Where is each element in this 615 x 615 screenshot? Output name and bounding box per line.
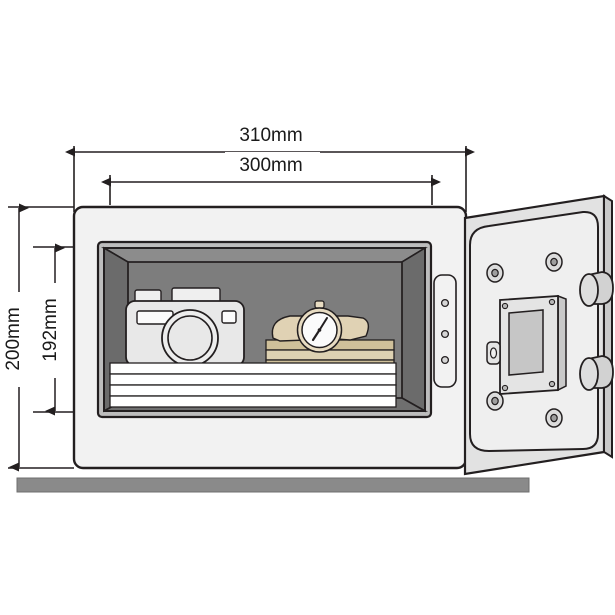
watch-hand-minute xyxy=(318,317,328,331)
safe-door xyxy=(463,194,614,476)
hinge-strip xyxy=(433,274,457,388)
interior-right-wall xyxy=(401,246,426,413)
interior-top-wall xyxy=(101,247,428,263)
ground-surface-bar xyxy=(16,477,530,493)
camera-flash-hood xyxy=(171,287,221,303)
locking-bolt-bottom xyxy=(579,357,599,391)
interior-opening-outline xyxy=(103,247,426,412)
dimension-outer-height: 200mm xyxy=(3,203,74,472)
door-screw-head xyxy=(491,396,499,406)
camera-lens-inner xyxy=(167,315,213,361)
label-backdrop xyxy=(225,152,320,176)
dimension-label-outer-height: 200mm xyxy=(3,307,24,370)
lock-tab-hole xyxy=(489,347,498,359)
label-backdrop xyxy=(6,292,30,387)
lock-plate-screw xyxy=(548,298,556,306)
white-paper-layer xyxy=(109,362,397,375)
door-screw-head xyxy=(550,257,558,267)
hinge-hole xyxy=(440,298,450,308)
locking-bolt-top xyxy=(579,273,599,307)
safe-body xyxy=(72,205,468,470)
white-document-stack xyxy=(109,362,397,408)
watch-crown xyxy=(314,300,325,309)
watch-hand-pivot xyxy=(317,328,322,332)
door-screw-head xyxy=(491,268,499,278)
wristwatch xyxy=(271,300,370,353)
label-backdrop xyxy=(43,283,67,378)
lock-plate-screw xyxy=(548,380,556,388)
door-screw-head xyxy=(550,413,558,423)
door-thickness-edge xyxy=(603,194,613,459)
dimension-label-inner-height: 192mm xyxy=(40,298,61,361)
locking-bolts xyxy=(579,271,614,391)
white-paper-layer xyxy=(109,373,397,386)
hinge-hole xyxy=(440,329,450,339)
lock-plate-screw xyxy=(501,384,509,392)
camera-flash-window xyxy=(221,310,237,324)
lock-plate-recess xyxy=(508,309,544,376)
label-backdrop xyxy=(225,122,320,146)
dimension-label-outer-width: 310mm xyxy=(239,125,302,146)
hinge-hole xyxy=(440,355,450,365)
watch-strap-right xyxy=(335,315,370,341)
door-screws xyxy=(486,252,563,428)
watch-hand-hour xyxy=(311,328,321,342)
dimension-inner-height: 192mm xyxy=(33,243,96,416)
lock-plate-screw xyxy=(501,302,509,310)
lock-mechanism-plate xyxy=(486,294,567,395)
white-paper-layer xyxy=(109,395,397,408)
white-paper-layer xyxy=(109,384,397,397)
dimension-inner-width: 300mm xyxy=(101,152,441,205)
dimension-label-inner-width: 300mm xyxy=(239,155,302,176)
camera xyxy=(125,287,245,367)
tan-paper-layer xyxy=(265,349,395,361)
lock-plate-depth xyxy=(557,294,567,392)
